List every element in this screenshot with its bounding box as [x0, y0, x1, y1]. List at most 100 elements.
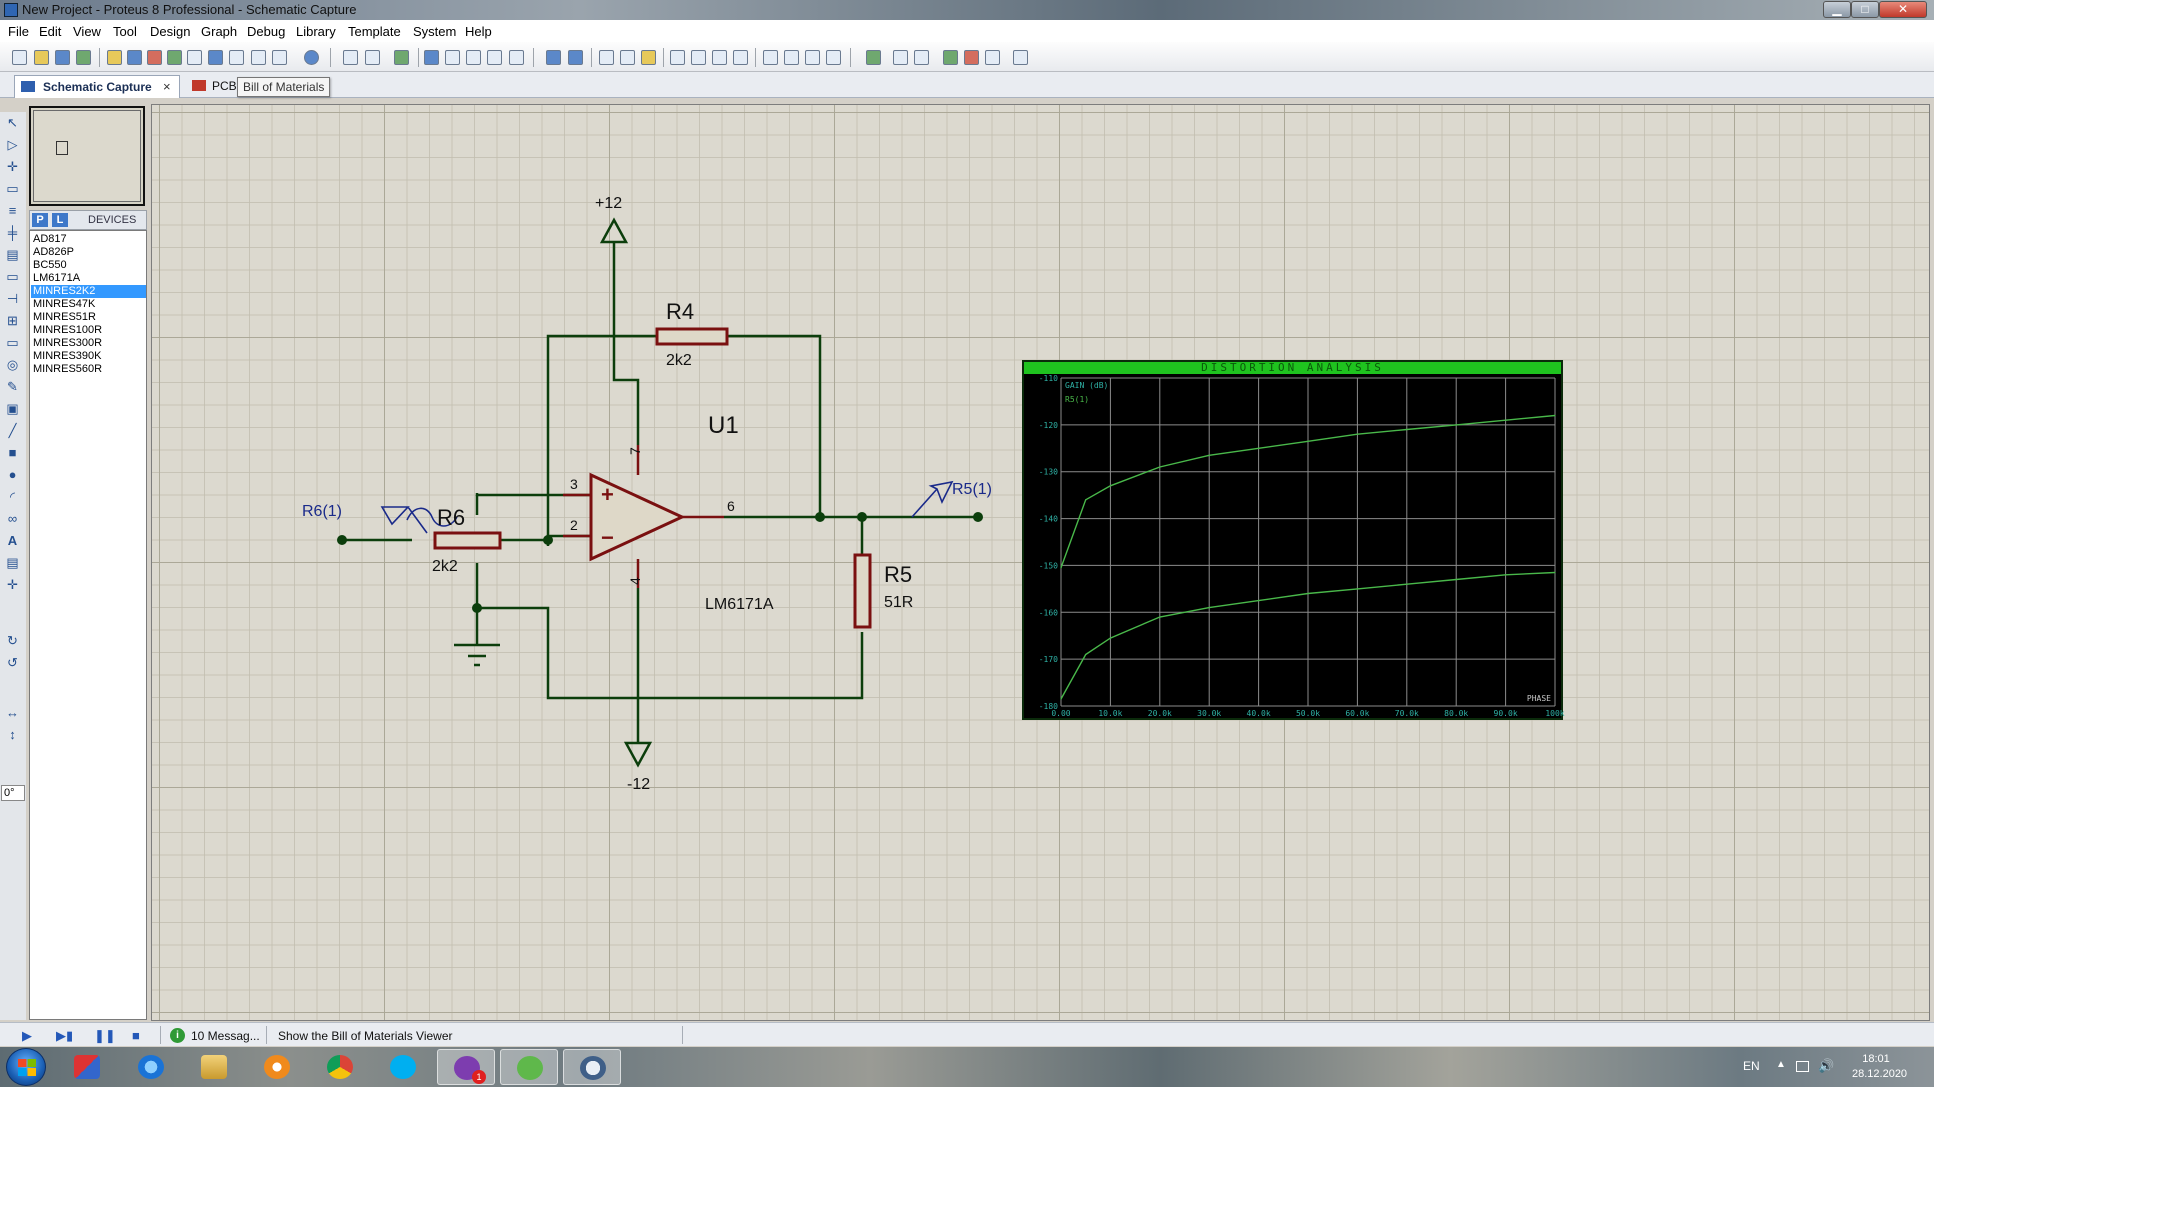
open-folder-icon[interactable] — [34, 50, 49, 65]
buses-icon[interactable]: ╪ — [7, 225, 18, 240]
menu-debug[interactable]: Debug — [247, 24, 286, 39]
line-mode-icon[interactable]: ╱ — [8, 423, 17, 438]
taskbar-app-proteus[interactable] — [563, 1049, 621, 1085]
virtual-instruments-icon[interactable]: ▣ — [6, 401, 19, 416]
block-move-icon[interactable] — [691, 50, 706, 65]
clock[interactable]: 18:01 28.12.2020 — [1852, 1052, 1907, 1082]
new-sheet-icon[interactable] — [943, 50, 958, 65]
3d-viewer-icon[interactable] — [167, 50, 182, 65]
rotation-angle-field[interactable]: 0° — [1, 785, 25, 801]
schematic-canvas[interactable]: + − +12 -12 R4 2k2 U1 R6 2k2 R5 51R LM61… — [151, 104, 1930, 1021]
list-item[interactable]: AD826P — [33, 246, 74, 258]
bill-of-materials-icon[interactable] — [229, 50, 244, 65]
undo-icon[interactable] — [546, 50, 561, 65]
step-button[interactable]: ▶▮ — [56, 1028, 74, 1043]
mirror-y-icon[interactable]: ↕ — [9, 727, 16, 742]
source-code-icon[interactable] — [272, 50, 287, 65]
zoom-all-icon[interactable] — [487, 50, 502, 65]
graph-mode-icon[interactable]: ⊞ — [7, 313, 18, 328]
mirror-x-icon[interactable]: ↔ — [6, 705, 19, 720]
help-icon[interactable] — [304, 50, 319, 65]
menu-system[interactable]: System — [413, 24, 457, 39]
pick-device-icon[interactable] — [763, 50, 778, 65]
messages-count[interactable]: 10 Messag... — [191, 1029, 260, 1043]
taskbar-app-media-center[interactable] — [58, 1049, 116, 1085]
electrical-rule-check-icon[interactable] — [1013, 50, 1028, 65]
menu-file[interactable]: File — [8, 24, 29, 39]
taskbar-app-utorrent[interactable] — [500, 1049, 558, 1085]
distortion-analysis-graph[interactable]: DISTORTION ANALYSIS -110-120-130-140-150… — [1022, 360, 1565, 720]
exit-to-parent-icon[interactable] — [985, 50, 1000, 65]
remove-sheet-icon[interactable] — [964, 50, 979, 65]
subcircuit-icon[interactable]: ▤ — [6, 247, 19, 262]
list-item[interactable]: BC550 — [33, 259, 67, 271]
tape-recorder-icon[interactable]: ▭ — [6, 335, 19, 350]
list-item-selected[interactable]: MINRES2K2 — [31, 285, 146, 298]
menu-edit[interactable]: Edit — [39, 24, 62, 39]
copy-icon[interactable] — [620, 50, 635, 65]
paste-icon[interactable] — [641, 50, 656, 65]
info-icon[interactable]: i — [170, 1028, 185, 1043]
probe-mode-icon[interactable]: ✎ — [7, 379, 18, 394]
stop-button[interactable]: ■ — [132, 1028, 140, 1043]
menu-help[interactable]: Help — [465, 24, 492, 39]
search-tag-icon[interactable] — [893, 50, 908, 65]
list-item[interactable]: MINRES560R — [33, 363, 103, 375]
decompose-icon[interactable] — [826, 50, 841, 65]
circle-mode-icon[interactable]: ● — [8, 467, 17, 482]
text-mode-icon[interactable]: A — [7, 533, 18, 548]
volume-icon[interactable]: 🔊 — [1818, 1058, 1835, 1073]
list-item[interactable]: MINRES51R — [33, 311, 96, 323]
junction-dot-icon[interactable]: ✛ — [7, 159, 18, 174]
block-copy-icon[interactable] — [670, 50, 685, 65]
zoom-area-icon[interactable] — [509, 50, 524, 65]
menu-library[interactable]: Library — [296, 24, 336, 39]
taskbar-app-explorer[interactable] — [185, 1049, 243, 1085]
home-icon[interactable] — [107, 50, 122, 65]
play-button[interactable]: ▶ — [22, 1028, 32, 1043]
device-pins-icon[interactable]: ⊣ — [6, 291, 19, 306]
menu-view[interactable]: View — [73, 24, 101, 39]
tab-close-icon[interactable]: × — [163, 79, 171, 94]
taskbar-app-settings[interactable] — [248, 1049, 306, 1085]
pick-devices-button[interactable]: P — [32, 213, 48, 227]
list-item[interactable]: MINRES100R — [33, 324, 103, 336]
taskbar-app-viber[interactable]: 1 — [437, 1049, 495, 1085]
zoom-out-icon[interactable] — [466, 50, 481, 65]
overview-window[interactable] — [29, 106, 145, 206]
save-icon[interactable] — [55, 50, 70, 65]
component-mode-icon[interactable]: ▷ — [7, 137, 18, 152]
maximize-button[interactable]: □ — [1851, 1, 1879, 18]
menu-design[interactable]: Design — [150, 24, 191, 39]
tab-schematic-capture[interactable]: Schematic Capture × — [14, 75, 180, 98]
close-button[interactable]: ✕ — [1879, 1, 1927, 18]
arc-mode-icon[interactable]: ◜ — [9, 489, 16, 504]
text-script-icon[interactable]: ≡ — [8, 203, 17, 218]
taskbar-app-internet-explorer[interactable] — [122, 1049, 180, 1085]
cut-icon[interactable] — [599, 50, 614, 65]
new-file-icon[interactable] — [12, 50, 27, 65]
terminals-icon[interactable]: ▭ — [6, 269, 19, 284]
pause-button[interactable]: ❚❚ — [94, 1028, 116, 1043]
gerber-icon[interactable] — [187, 50, 202, 65]
notes-icon[interactable] — [251, 50, 266, 65]
rotate-clockwise-icon[interactable]: ↻ — [7, 633, 18, 648]
selection-mode-icon[interactable]: ↖ — [7, 115, 18, 130]
pan-icon[interactable] — [424, 50, 439, 65]
list-item[interactable]: MINRES300R — [33, 337, 103, 349]
box-mode-icon[interactable]: ■ — [8, 445, 17, 460]
grid-toggle-icon[interactable] — [365, 50, 380, 65]
design-explorer-icon[interactable] — [208, 50, 223, 65]
menu-graph[interactable]: Graph — [201, 24, 238, 39]
generator-mode-icon[interactable]: ◎ — [6, 357, 19, 372]
rotate-anticlockwise-icon[interactable]: ↺ — [7, 655, 18, 670]
refresh-icon[interactable] — [343, 50, 358, 65]
make-device-icon[interactable] — [784, 50, 799, 65]
menu-template[interactable]: Template — [348, 24, 401, 39]
block-delete-icon[interactable] — [733, 50, 748, 65]
list-item[interactable]: MINRES390K — [33, 350, 102, 362]
import-icon[interactable] — [76, 50, 91, 65]
device-list[interactable]: AD817 AD826P BC550 LM6171A MINRES2K2 MIN… — [29, 230, 147, 1020]
wire-label-icon[interactable]: ▭ — [6, 181, 19, 196]
language-indicator[interactable]: EN — [1743, 1059, 1760, 1073]
